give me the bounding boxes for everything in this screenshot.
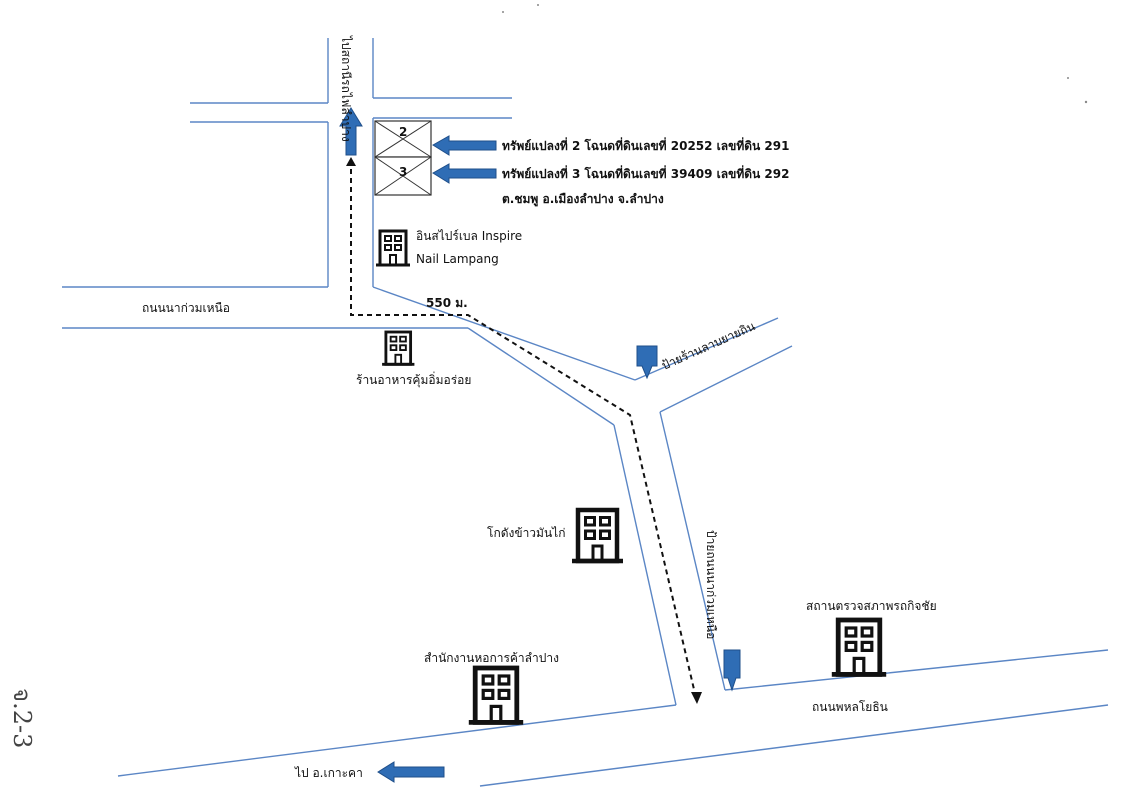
speck <box>1067 77 1069 79</box>
speck <box>1084 100 1088 104</box>
parcel-2-number: 2 <box>399 125 407 139</box>
route-end-arrow-icon <box>691 692 702 704</box>
arrow-left-icon <box>432 135 497 156</box>
road-network <box>62 38 1109 787</box>
route-distance: 550 ม. <box>426 296 468 310</box>
dashed-route <box>346 157 702 704</box>
building-icon <box>572 510 623 561</box>
arrow-left-icon <box>432 163 497 184</box>
road-label-station: ไปสถานีรถไฟลำปาง <box>339 35 353 142</box>
landmark-inspire-line1: อินสไปร์เบล Inspire <box>416 229 522 243</box>
building-icon <box>380 330 416 366</box>
road-label-nakuam: ถนนนาก่วมเหนือ <box>142 301 230 315</box>
parcel-location-text: ต.ชมพู อ.เมืองลำปาง จ.ลำปาง <box>502 192 664 207</box>
speck <box>502 11 504 13</box>
landmark-commerce-office: สำนักงานหอการค้าลำปาง <box>424 651 559 665</box>
handwritten-note: จ.2-3 <box>8 688 36 748</box>
road-sign-nakuam: ป้ายถนนนาก่วมเหนือ <box>704 530 718 639</box>
speck <box>537 4 539 6</box>
land-parcel-icon <box>374 120 432 196</box>
arrow-left-icon <box>377 761 445 783</box>
parcel-2-text: ทรัพย์แปลงที่ 2 โฉนดที่ดินเลขที่ 20252 เ… <box>502 137 789 153</box>
landmark-inspire-line2: Nail Lampang <box>416 252 499 266</box>
building-icon <box>469 668 523 722</box>
landmark-godown: โกดังข้าวมันไก่ <box>487 526 565 540</box>
landmark-inspection: สถานตรวจสภาพรถกิจชัย <box>806 599 937 613</box>
landmark-ko-kha: ไป อ.เกาะคา <box>294 766 363 780</box>
road-label-phahonyothin: ถนนพหลโยธิน <box>812 700 888 714</box>
arrow-down-icon <box>636 345 658 380</box>
parcel-3-number: 3 <box>399 165 407 179</box>
landmark-restaurant: ร้านอาหารคุ้มอิ่มอร่อย <box>356 371 471 388</box>
landmark-sign-yayathin: ป้ายร้านลาบยายถิน <box>660 319 758 373</box>
arrow-down-icon <box>723 649 741 692</box>
parcel-3-text: ทรัพย์แปลงที่ 3 โฉนดที่ดินเลขที่ 39409 เ… <box>502 165 789 181</box>
building-icon <box>374 229 412 267</box>
arrow-up-icon <box>339 107 363 156</box>
building-icon <box>832 620 886 674</box>
